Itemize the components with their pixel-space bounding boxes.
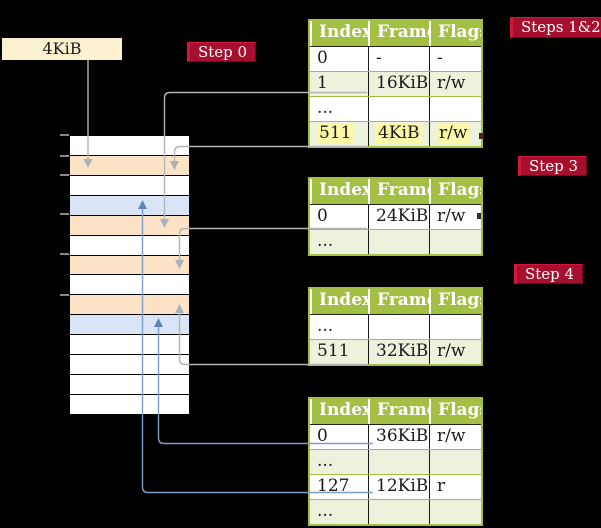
table-cell: r/w xyxy=(429,72,481,96)
table-cell: r xyxy=(429,475,481,499)
column-header: Flags xyxy=(429,289,481,314)
memory-row-white xyxy=(70,274,189,295)
table-cell: ... xyxy=(317,501,334,521)
table-cell: r/w xyxy=(429,340,481,364)
table-row: ... xyxy=(310,314,481,339)
table-cell: 24KiB xyxy=(368,205,429,229)
badge-step-0: Step 0 xyxy=(187,42,257,62)
memory-tick xyxy=(60,213,69,215)
table-cell xyxy=(368,97,429,121)
memory-row-white xyxy=(70,354,189,375)
memory-tick xyxy=(60,294,69,296)
memory-tick xyxy=(60,253,69,255)
table-header-row: IndexFrameFlags xyxy=(310,289,481,314)
memory-row-peach xyxy=(70,294,189,315)
table-cell: 4KiB xyxy=(368,122,429,146)
memory-row-blue xyxy=(70,314,189,335)
table-cell xyxy=(368,315,429,339)
table-cell xyxy=(429,450,481,474)
table-cell xyxy=(429,500,481,524)
memory-row-peach xyxy=(70,214,189,235)
table-cell: r/w xyxy=(429,205,481,229)
memory-row-peach xyxy=(70,154,189,175)
table-cell: - xyxy=(429,47,481,71)
table-header-row: IndexFrameFlags xyxy=(310,179,481,204)
memory-row-white xyxy=(70,393,189,414)
column-header: Flags xyxy=(429,179,481,204)
memory-tick xyxy=(60,155,69,157)
badge-step-4: Step 4 xyxy=(514,264,584,284)
table-cell: 16KiB xyxy=(368,72,429,96)
column-header: Frame xyxy=(368,179,429,204)
table-cell xyxy=(429,97,481,121)
table-row: ... xyxy=(310,229,481,254)
table-cell xyxy=(368,500,429,524)
table-cell: ... xyxy=(317,451,334,471)
memory-row-white xyxy=(70,374,189,394)
table-cell: 127 xyxy=(317,476,350,496)
table-row: 0 -- xyxy=(310,46,481,71)
arrow-t1-row511-to-frame xyxy=(173,145,367,161)
table-row: ... xyxy=(310,96,481,121)
table-cell: ... xyxy=(317,316,334,336)
table-cell: 12KiB xyxy=(368,475,429,499)
table-cell xyxy=(368,230,429,254)
memory-tick xyxy=(60,134,69,136)
memory-row-white xyxy=(70,334,189,355)
column-header: Flags xyxy=(429,399,481,424)
table-header-row: IndexFrameFlags xyxy=(310,21,481,46)
column-header: Index xyxy=(310,399,368,424)
memory-row-white xyxy=(70,174,189,195)
table-row: ... xyxy=(310,449,481,474)
column-header: Index xyxy=(310,21,368,46)
page-size-label: 4KiB xyxy=(42,39,82,58)
stray-mark xyxy=(477,213,481,219)
table-cell xyxy=(429,230,481,254)
memory-column xyxy=(69,135,190,415)
table-cell: 32KiB xyxy=(368,340,429,364)
stray-mark xyxy=(479,133,484,139)
table-cell: 36KiB xyxy=(368,425,429,449)
column-header: Flags xyxy=(429,21,481,46)
badge-step-3: Step 3 xyxy=(518,156,588,176)
table-cell: 0 xyxy=(317,206,328,226)
table-cell: ... xyxy=(317,231,334,251)
table-cell: 511 xyxy=(317,123,354,143)
table-row: ... xyxy=(310,499,481,524)
table-header-row: IndexFrameFlags xyxy=(310,399,481,424)
column-header: Frame xyxy=(368,289,429,314)
table-cell: ... xyxy=(317,98,334,118)
memory-row-white xyxy=(70,136,189,155)
table-cell xyxy=(368,450,429,474)
table-cell: r/w xyxy=(429,122,481,146)
table-cell: 0 xyxy=(317,426,328,446)
table-cell: - xyxy=(368,47,429,71)
column-header: Frame xyxy=(368,21,429,46)
column-header: Index xyxy=(310,289,368,314)
memory-row-peach xyxy=(70,254,189,275)
table-cell: 1 xyxy=(317,73,328,93)
column-header: Index xyxy=(310,179,368,204)
table-cell: 511 xyxy=(317,341,350,361)
memory-row-blue xyxy=(70,194,189,215)
page-table-leaf: IndexFrameFlags036KiBr/w...12712KiBr... xyxy=(308,397,483,526)
table-cell: 0 xyxy=(317,48,328,68)
column-header: Frame xyxy=(368,399,429,424)
table-cell xyxy=(429,315,481,339)
badge-steps-1-2: Steps 1&2 xyxy=(510,17,601,38)
page-size-box: 4KiB xyxy=(2,38,122,60)
table-cell: r/w xyxy=(429,425,481,449)
memory-tick xyxy=(60,174,69,176)
memory-row-white xyxy=(70,234,189,255)
page-table-level-2: IndexFrameFlags024KiBr/w... xyxy=(308,177,483,256)
